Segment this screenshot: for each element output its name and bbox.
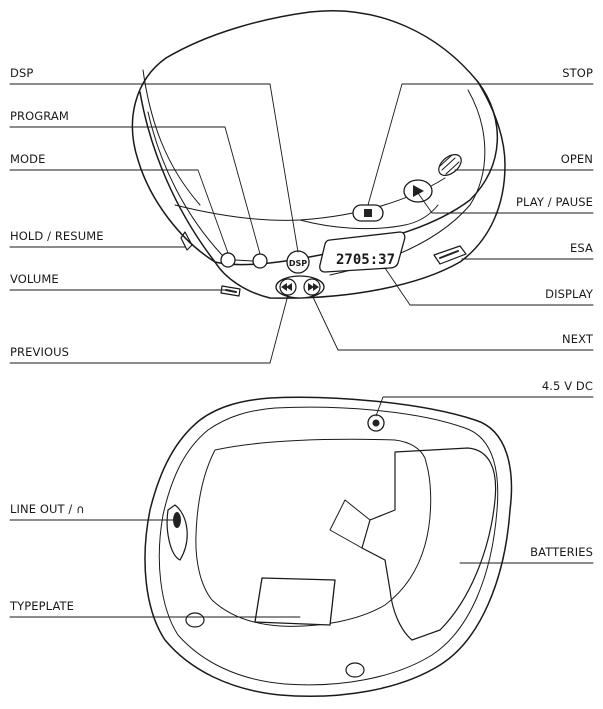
label-line-out: LINE OUT / ∩ <box>10 502 85 516</box>
leader-lines <box>9 83 594 618</box>
volume-wheel <box>220 285 241 297</box>
lid-rim <box>142 69 201 206</box>
program-button-shape <box>252 253 268 269</box>
label-dsp: DSP <box>10 66 34 80</box>
hold-switch <box>180 231 193 251</box>
line-out-jack <box>166 504 188 561</box>
lid-outline <box>131 10 498 266</box>
lcd-display: 2705:37 <box>319 231 406 273</box>
stop-button-shape <box>352 204 384 222</box>
lcd-readout: 2705:37 <box>336 252 395 268</box>
play-pause-button-shape <box>403 179 433 203</box>
player-top-view: 2705:37 DSP <box>131 10 506 299</box>
open-switch <box>438 154 462 176</box>
dc-jack <box>367 414 385 432</box>
body-inner-edge <box>147 111 223 256</box>
panel-curve-lower <box>299 204 439 230</box>
label-hold-resume: HOLD / RESUME <box>10 229 104 243</box>
label-volume: VOLUME <box>10 272 59 286</box>
dsp-button-text: DSP <box>289 259 307 268</box>
bottom-outline <box>144 396 513 697</box>
label-open: OPEN <box>560 152 593 166</box>
typeplate-rect <box>254 577 336 626</box>
label-next: NEXT <box>562 332 593 346</box>
foot-right <box>345 662 365 678</box>
label-dc-in: 4.5 V DC <box>541 379 593 393</box>
bottom-inner-rim <box>158 406 499 686</box>
foot-left <box>185 612 205 628</box>
prev-next-buttons <box>275 275 325 299</box>
esa-switch <box>433 245 467 265</box>
battery-cover <box>361 447 497 641</box>
label-mode: MODE <box>10 152 46 166</box>
body-outline <box>139 81 506 299</box>
label-typeplate: TYPEPLATE <box>10 599 75 613</box>
player-bottom-view <box>144 396 513 697</box>
label-display: DISPLAY <box>545 287 593 301</box>
label-esa: ESA <box>570 241 593 255</box>
label-program: PROGRAM <box>10 109 69 123</box>
label-play-pause: PLAY / PAUSE <box>515 195 593 209</box>
label-stop: STOP <box>562 66 593 80</box>
bottom-recess <box>195 438 432 627</box>
label-batteries: BATTERIES <box>530 545 593 559</box>
panel-curve <box>174 177 446 221</box>
dsp-button-shape: DSP <box>286 250 310 274</box>
mode-button-shape <box>220 252 236 268</box>
label-previous: PREVIOUS <box>10 345 70 359</box>
